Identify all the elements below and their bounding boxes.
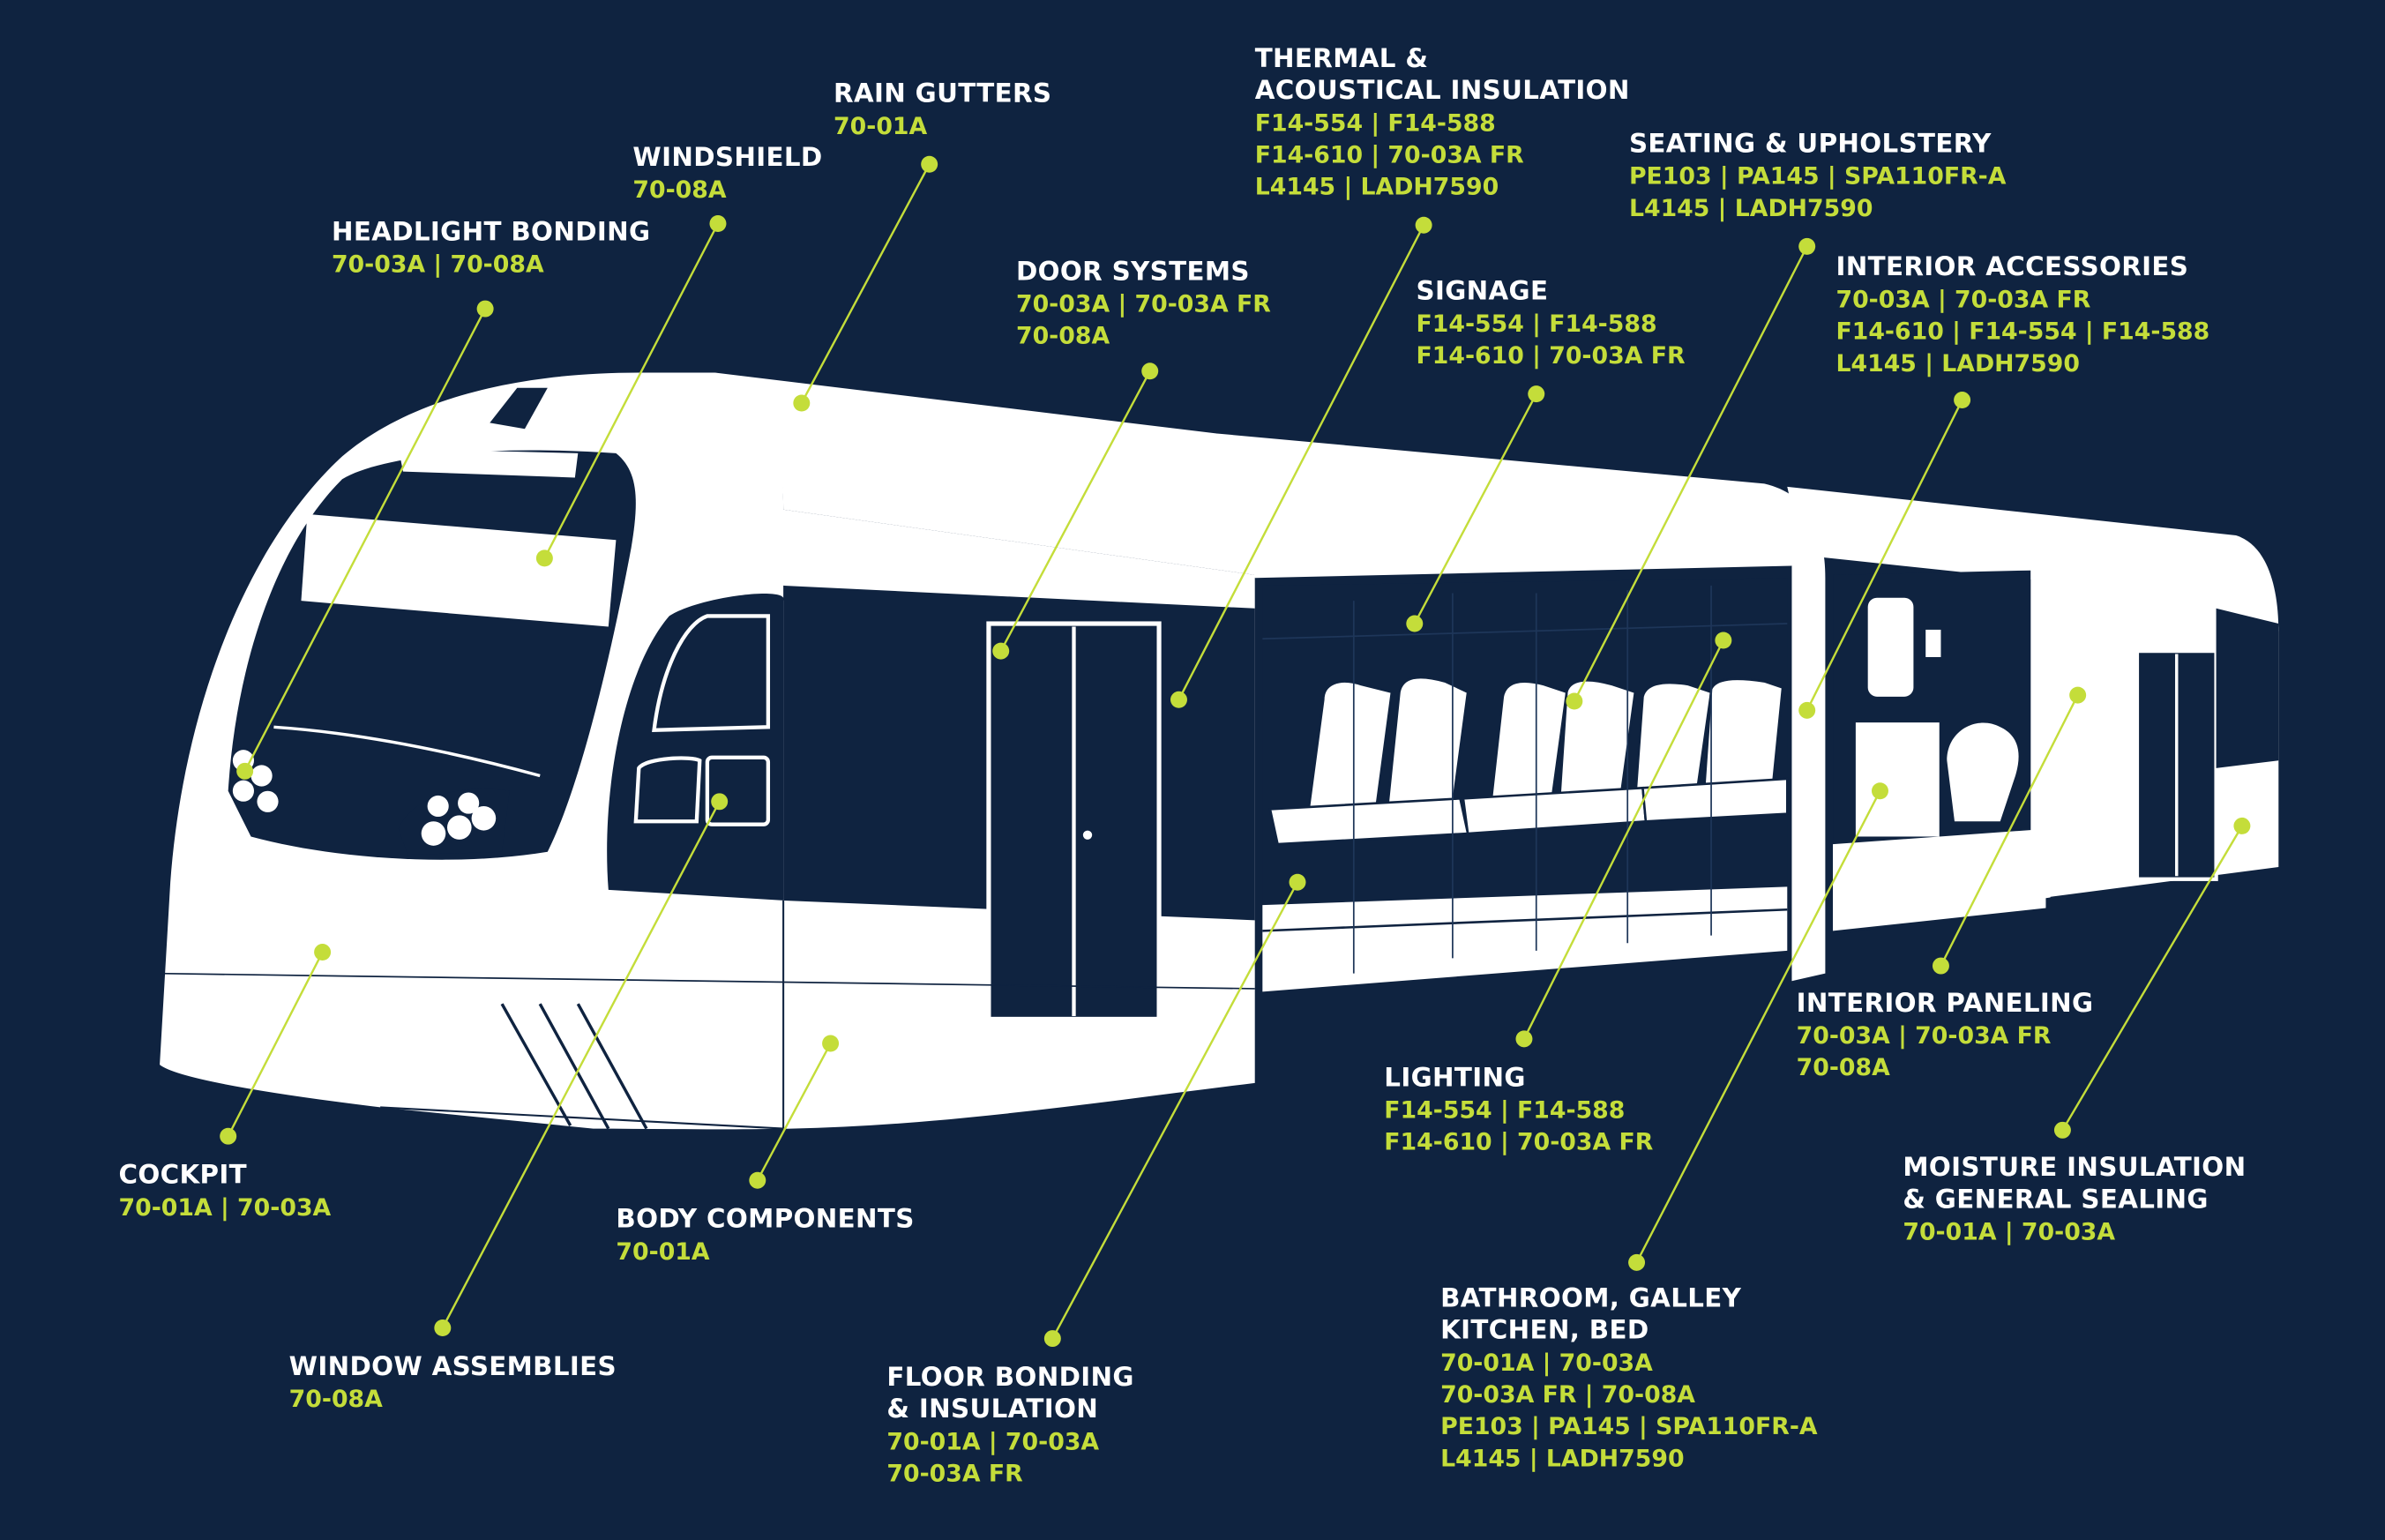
callout-title: KITCHEN, BED (1440, 1315, 1649, 1347)
callout-title: BODY COMPONENTS (616, 1204, 915, 1236)
callout-thermal-acoustical-insulation: THERMAL & ACOUSTICAL INSULATION F14-554 … (1255, 44, 1630, 204)
callout-code: 70-01A | 70-03A (1440, 1349, 1653, 1377)
callout-code: F14-554 | F14-588 (1416, 310, 1657, 338)
roof-light-bar (398, 448, 579, 478)
callout-interior-accessories: INTERIOR ACCESSORIES 70-03A | 70-03A FR … (1835, 252, 2209, 380)
callout-title: & INSULATION (886, 1394, 1099, 1425)
callout-code: F14-610 | 70-03A FR (1384, 1128, 1654, 1156)
callout-code: F14-610 | 70-03A FR (1416, 342, 1686, 370)
callout-rain-gutters: RAIN GUTTERS 70-01A (834, 79, 1051, 143)
leader-cockpit (220, 944, 332, 1145)
callout-title: WINDOW ASSEMBLIES (288, 1352, 617, 1383)
callout-title: INTERIOR PANELING (1796, 988, 2094, 1020)
leader-body-components (749, 1035, 840, 1189)
callout-title: DOOR SYSTEMS (1015, 257, 1250, 288)
leader-headlight-bonding (236, 300, 494, 780)
callout-title: LIGHTING (1384, 1063, 1526, 1094)
callout-interior-paneling: INTERIOR PANELING 70-03A | 70-03A FR 70-… (1797, 989, 2094, 1085)
callout-body-components: BODY COMPONENTS 70-01A (616, 1205, 914, 1268)
roof-marker (490, 387, 548, 430)
callout-code: F14-610 | F14-554 | F14-588 (1835, 318, 2210, 346)
bathroom-floor (1833, 828, 2046, 931)
callout-code: 70-08A (1796, 1054, 1890, 1082)
callout-headlight-bonding: HEADLIGHT BONDING 70-03A | 70-08A (332, 218, 650, 281)
callout-title: RAIN GUTTERS (834, 78, 1052, 110)
callout-code: 70-03A FR (886, 1460, 1023, 1488)
callout-windshield: WINDSHIELD 70-08A (632, 143, 822, 206)
leader-lighting (1515, 632, 1732, 1048)
callout-moisture-insulation: MOISTURE INSULATION & GENERAL SEALING 70… (1903, 1153, 2246, 1249)
leader-interior-paneling (1932, 686, 2087, 975)
leader-rain-gutters (793, 155, 938, 412)
callout-signage: SIGNAGE F14-554 | F14-588 F14-610 | 70-0… (1417, 277, 1686, 373)
callout-code: L4145 | LADH7590 (1835, 349, 2080, 378)
callout-door-systems: DOOR SYSTEMS 70-03A | 70-03A FR 70-08A (1016, 257, 1271, 353)
destination-sign (301, 513, 617, 627)
callout-cockpit: COCKPIT 70-01A | 70-03A (119, 1161, 332, 1224)
callout-title: COCKPIT (118, 1160, 247, 1192)
cutaway-floor (1262, 886, 1788, 992)
callout-title: MOISTURE INSULATION (1903, 1153, 2247, 1184)
leader-seating (1566, 237, 1816, 710)
callout-code: L4145 | LADH7590 (1628, 194, 1873, 222)
callout-title: THERMAL & (1254, 44, 1429, 75)
callout-code: 70-08A (1015, 322, 1110, 350)
callout-lighting: LIGHTING F14-554 | F14-588 F14-610 | 70-… (1384, 1063, 1653, 1159)
callout-title: FLOOR BONDING (886, 1363, 1134, 1394)
leader-floor (1043, 873, 1306, 1348)
cab-roof (714, 372, 1255, 575)
callout-title: SEATING & UPHOLSTERY (1628, 129, 1992, 161)
callout-title: HEADLIGHT BONDING (331, 217, 651, 249)
callout-title: WINDSHIELD (632, 143, 823, 174)
train-body (160, 372, 2279, 1130)
callout-code: 70-08A (288, 1386, 383, 1414)
callout-title: & GENERAL SEALING (1903, 1185, 2209, 1215)
callout-code: 70-03A | 70-03A FR (1835, 286, 2091, 314)
callout-code: 70-01A (834, 112, 928, 140)
seats (1268, 676, 1789, 846)
callout-title: BATHROOM, GALLEY (1440, 1283, 1742, 1314)
headlights (232, 750, 510, 856)
callout-code: 70-01A | 70-03A (118, 1193, 332, 1222)
callout-code: 70-03A | 70-08A (331, 250, 544, 279)
rear-partition (2030, 529, 2051, 901)
partition-pillar (1764, 483, 1826, 982)
leader-windshield (535, 215, 727, 567)
leader-signage (1406, 385, 1545, 632)
callout-code: 70-03A | 70-03A FR (1015, 290, 1271, 318)
callout-floor-bonding-insulation: FLOOR BONDING & INSULATION 70-01A | 70-0… (886, 1363, 1133, 1491)
callout-code: 70-03A | 70-03A FR (1796, 1021, 2052, 1050)
middle-roof (1216, 433, 1792, 579)
callout-code: 70-03A FR | 70-08A (1440, 1380, 1695, 1409)
callout-title: INTERIOR ACCESSORIES (1835, 252, 2189, 283)
callout-code: L4145 | LADH7590 (1254, 173, 1499, 201)
leader-bathroom (1628, 782, 1888, 1271)
leader-window-assemblies (434, 793, 729, 1336)
callout-code: PE103 | PA145 | SPA110FR-A (1440, 1413, 1818, 1441)
callout-bathroom-galley: BATHROOM, GALLEY KITCHEN, BED 70-01A | 7… (1440, 1283, 1818, 1475)
callout-code: 70-01A | 70-03A (1903, 1218, 2116, 1246)
callout-title: SIGNAGE (1416, 276, 1549, 308)
callout-code: PE103 | PA145 | SPA110FR-A (1628, 162, 2007, 191)
callout-window-assemblies: WINDOW ASSEMBLIES 70-08A (289, 1352, 617, 1416)
callout-code: 70-01A (616, 1237, 710, 1266)
callout-code: 70-08A (632, 176, 727, 205)
callout-code: L4145 | LADH7590 (1440, 1445, 1685, 1473)
callout-title: ACOUSTICAL INSULATION (1254, 76, 1630, 107)
callout-code: F14-554 | F14-588 (1384, 1096, 1626, 1125)
callout-seating-upholstery: SEATING & UPHOLSTERY PE103 | PA145 | SPA… (1629, 130, 2007, 226)
bathroom-fixtures (1855, 597, 2019, 837)
callout-code: F14-610 | 70-03A FR (1254, 141, 1524, 169)
callout-leaders (220, 155, 2251, 1348)
callout-code: 70-01A | 70-03A (886, 1428, 1100, 1456)
leader-thermal (1170, 216, 1432, 708)
leader-door-systems (992, 363, 1159, 660)
leader-interior-accessories (1798, 392, 1971, 719)
leader-moisture (2053, 817, 2251, 1139)
callout-code: F14-554 | F14-588 (1254, 109, 1496, 138)
